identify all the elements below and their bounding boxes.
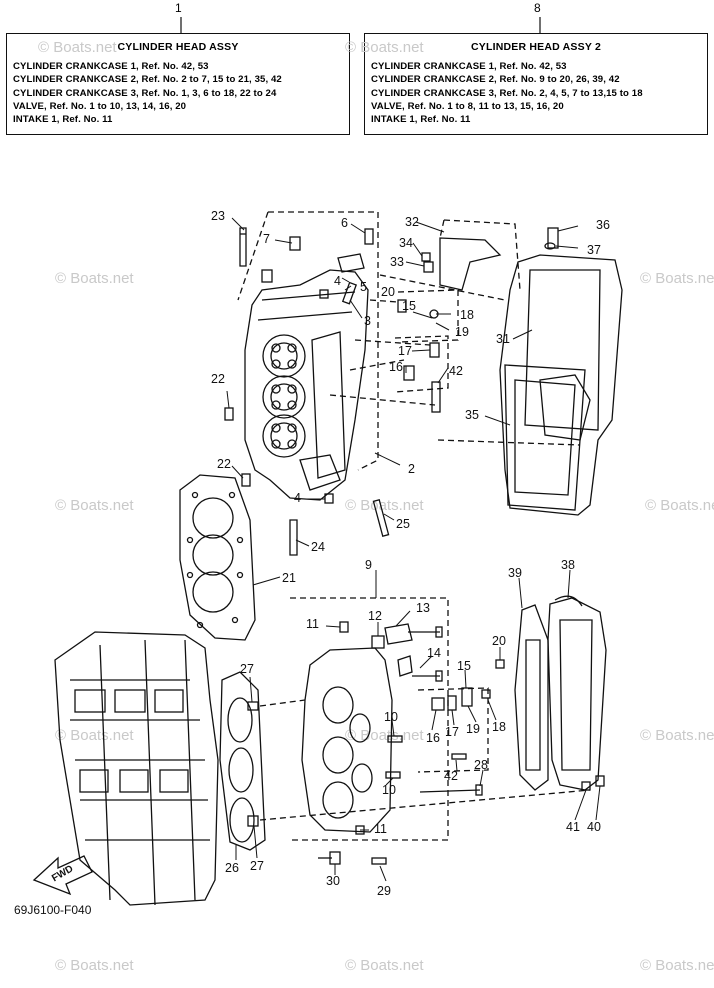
callout-number: 25 <box>396 517 410 531</box>
callout-number: 17 <box>445 725 459 739</box>
assembly-line: CYLINDER CRANKCASE 3, Ref. No. 2, 4, 5, … <box>371 87 643 99</box>
callout-number: 39 <box>508 566 522 580</box>
watermark: © Boats.net <box>38 39 117 56</box>
callout-number: 24 <box>311 540 325 554</box>
callout-number: 16 <box>426 731 440 745</box>
assembly-line: CYLINDER CRANKCASE 2, Ref. No. 2 to 7, 1… <box>13 74 282 86</box>
callout-number: 35 <box>465 408 479 422</box>
callout-number: 21 <box>282 571 296 585</box>
callout-number: 4 <box>334 274 341 288</box>
callout-number: 16 <box>389 360 403 374</box>
callout-number: 5 <box>360 280 367 294</box>
callout-number: 13 <box>416 601 430 615</box>
callout-number: 12 <box>368 609 382 623</box>
assembly-title: CYLINDER HEAD ASSY 2 <box>470 41 602 53</box>
callout-number: 22 <box>211 372 225 386</box>
callout-number: 7 <box>263 232 270 246</box>
callout-number: 42 <box>444 769 458 783</box>
watermark: © Boats.net <box>345 39 424 56</box>
callout-number: 3 <box>364 314 371 328</box>
watermark: © Boats.net <box>55 497 134 514</box>
callout-number: 18 <box>460 308 474 322</box>
callout-number: 30 <box>326 874 340 888</box>
watermark-layer: © Boats.net © Boats.net © Boats.net © Bo… <box>38 39 714 974</box>
cylinder-block-drawing <box>32 631 266 906</box>
callout-number: 10 <box>382 783 396 797</box>
callout-number: 40 <box>587 820 601 834</box>
head-gasket-drawing <box>179 474 256 641</box>
valve-cover-drawing <box>379 219 623 516</box>
callout-number: 27 <box>250 859 264 873</box>
callout-number: 19 <box>466 722 480 736</box>
callout-number: 20 <box>492 634 506 648</box>
watermark: © Boats.net <box>55 270 134 287</box>
callout-number: 11 <box>306 617 319 631</box>
box-ref-number: 1 <box>175 1 182 15</box>
assembly-title: CYLINDER HEAD ASSY <box>117 41 239 53</box>
callout-number: 11 <box>374 822 387 836</box>
callout-number: 10 <box>384 710 398 724</box>
assembly-line: CYLINDER CRANKCASE 1, Ref. No. 42, 53 <box>371 61 567 72</box>
callout-number: 27 <box>240 662 254 676</box>
callout-number: 34 <box>399 236 413 250</box>
callout-number: 41 <box>566 820 580 834</box>
callout-number: 2 <box>408 462 415 476</box>
callout-number: 29 <box>377 884 391 898</box>
watermark: © Boats.net <box>640 727 714 744</box>
upper-cylinder-head-drawing <box>224 211 459 556</box>
assembly-line: CYLINDER CRANKCASE 1, Ref. No. 42, 53 <box>13 61 209 72</box>
watermark: © Boats.net <box>345 497 424 514</box>
callout-number: 26 <box>225 861 239 875</box>
callout-number: 15 <box>457 659 471 673</box>
callout-number: 14 <box>427 646 441 660</box>
watermark: © Boats.net <box>645 497 714 514</box>
callout-number: 33 <box>390 255 404 269</box>
callout-number: 42 <box>449 364 463 378</box>
callout-number: 32 <box>405 215 419 229</box>
callout-number: 28 <box>474 758 488 772</box>
watermark: © Boats.net <box>640 957 714 974</box>
diagram-code: 69J6100-F040 <box>14 903 92 917</box>
callout-number: 9 <box>365 558 372 572</box>
callout-number: 37 <box>587 243 601 257</box>
callout-number: 23 <box>211 209 225 223</box>
callout-number: 36 <box>596 218 610 232</box>
assembly-line: CYLINDER CRANKCASE 3, Ref. No. 1, 3, 6 t… <box>13 87 277 99</box>
assembly-line: INTAKE 1, Ref. No. 11 <box>13 114 113 126</box>
callout-number: 18 <box>492 720 506 734</box>
watermark: © Boats.net <box>640 270 714 287</box>
callout-number: 19 <box>455 325 469 339</box>
box-ref-number: 8 <box>534 1 541 15</box>
assembly-line: INTAKE 1, Ref. No. 11 <box>371 114 471 126</box>
watermark: © Boats.net <box>55 727 134 744</box>
callout-number: 6 <box>341 216 348 230</box>
callout-number: 38 <box>561 558 575 572</box>
callout-number: 22 <box>217 457 231 471</box>
assembly-line: VALVE, Ref. No. 1 to 8, 11 to 13, 15, 16… <box>371 100 564 112</box>
assembly-line: CYLINDER CRANKCASE 2, Ref. No. 9 to 20, … <box>371 74 620 86</box>
callout-number: 31 <box>496 332 510 346</box>
lower-cylinder-head-drawing <box>247 595 607 865</box>
watermark: © Boats.net <box>345 957 424 974</box>
callout-number: 20 <box>381 285 395 299</box>
assembly-box-2: CYLINDER HEAD ASSY 2 CYLINDER CRANKCASE … <box>364 33 708 135</box>
watermark: © Boats.net <box>55 957 134 974</box>
assembly-line: VALVE, Ref. No. 1 to 10, 13, 14, 16, 20 <box>13 100 187 112</box>
callout-number: 15 <box>402 299 416 313</box>
assembly-box-1: CYLINDER HEAD ASSY CYLINDER CRANKCASE 1,… <box>6 33 350 135</box>
callout-number: 4 <box>294 491 301 505</box>
callout-number: 17 <box>398 344 412 358</box>
